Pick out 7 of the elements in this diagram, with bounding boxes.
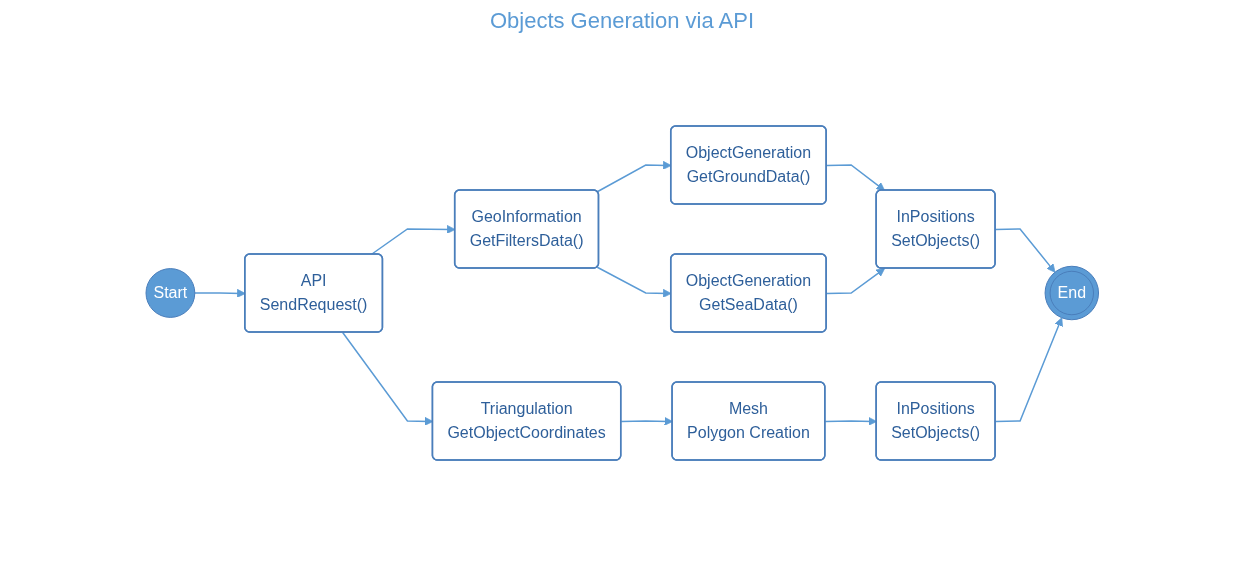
diagram-title: Objects Generation via API	[488, 8, 756, 34]
arrow	[825, 164, 885, 191]
node-circle: Start	[145, 268, 196, 318]
arrow	[825, 268, 885, 295]
arrow	[994, 228, 1056, 273]
node-circle: End	[1044, 265, 1099, 321]
arrow	[994, 317, 1063, 423]
